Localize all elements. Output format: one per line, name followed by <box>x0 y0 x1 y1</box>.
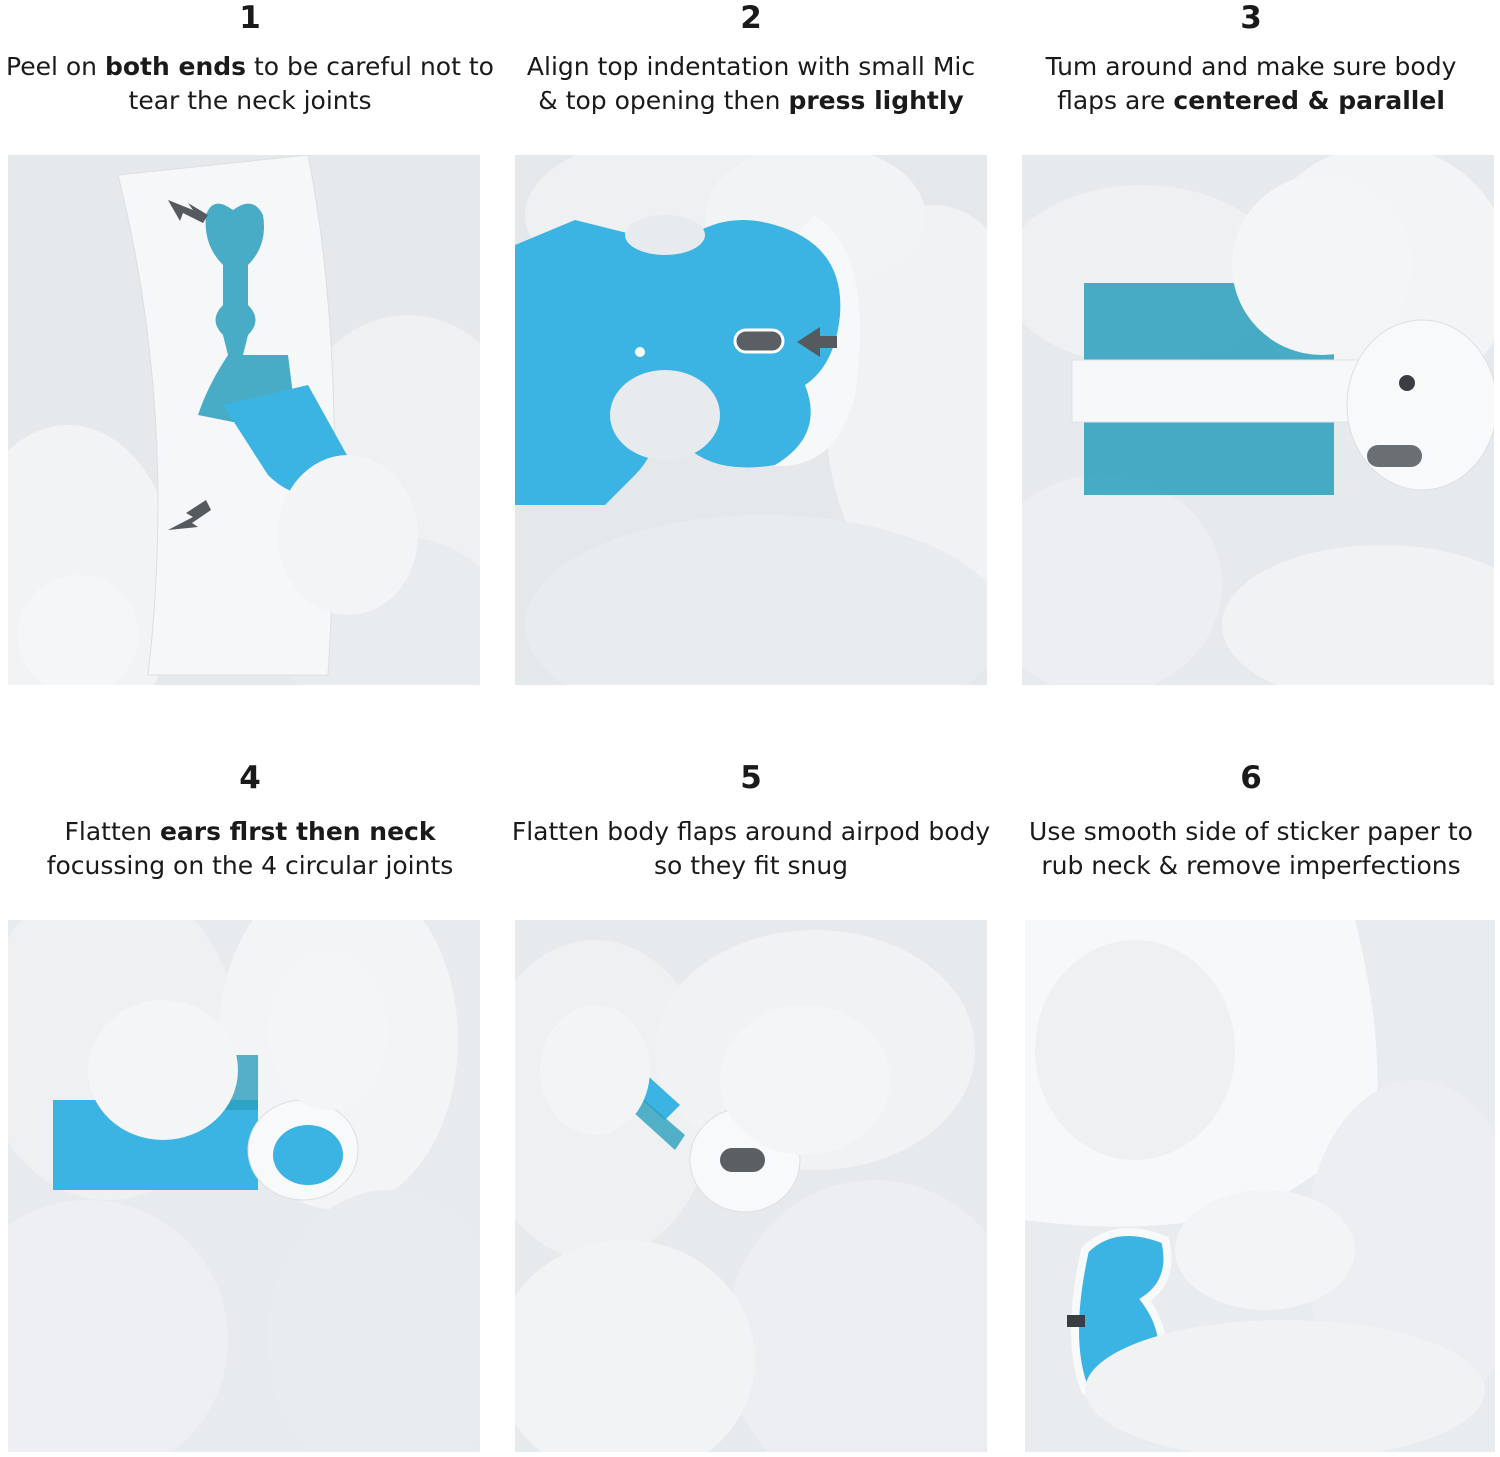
step-2-photo <box>515 155 987 685</box>
caption-line-1: Align top indentation with small Mic <box>526 52 976 81</box>
step-number: 5 <box>740 760 762 796</box>
caption-line-1: Flatten body flaps around airpod body <box>511 817 991 846</box>
caption-line-2: rub neck & remove imperfections <box>1041 851 1461 880</box>
step-number: 2 <box>740 0 762 36</box>
step-caption: Align top indentation with small Mic & t… <box>501 50 1001 118</box>
step-caption: Use smooth side of sticker paper to rub … <box>1001 815 1500 883</box>
caption-line-2: flaps are centered & parallel <box>1057 86 1445 115</box>
step-number: 1 <box>239 0 261 36</box>
caption-line-1: Use smooth side of sticker paper to <box>1029 817 1473 846</box>
caption-line-2: & top opening then press lightly <box>538 86 964 115</box>
step-caption: Peel on both ends to be careful not to t… <box>0 50 510 118</box>
caption-line-2: so they fit snug <box>653 851 849 880</box>
step-1-photo <box>8 155 480 685</box>
arrow-icon <box>168 200 208 223</box>
step-6-photo <box>1025 920 1495 1452</box>
step-3-photo <box>1022 155 1494 685</box>
step-number: 6 <box>1240 760 1262 796</box>
step-5-photo <box>515 920 987 1452</box>
step-caption: Flatten body flaps around airpod body so… <box>501 815 1001 883</box>
arrow-icon <box>797 327 837 357</box>
step-number: 4 <box>239 760 261 796</box>
caption-line-1: Tum around and make sure body <box>1045 52 1457 81</box>
arrow-icon <box>168 500 211 530</box>
step-caption: Tum around and make sure body flaps are … <box>1001 50 1500 118</box>
step-4-photo <box>8 920 480 1452</box>
caption-line-1: Peel on both ends to be careful not to <box>6 52 494 81</box>
caption-line-1: Flatten ears flrst then neck <box>64 817 436 846</box>
caption-line-2: tear the neck joints <box>128 86 372 115</box>
step-caption: Flatten ears flrst then neck focussing o… <box>0 815 510 883</box>
step-number: 3 <box>1240 0 1262 36</box>
caption-line-2: focussing on the 4 circular joints <box>46 851 454 880</box>
